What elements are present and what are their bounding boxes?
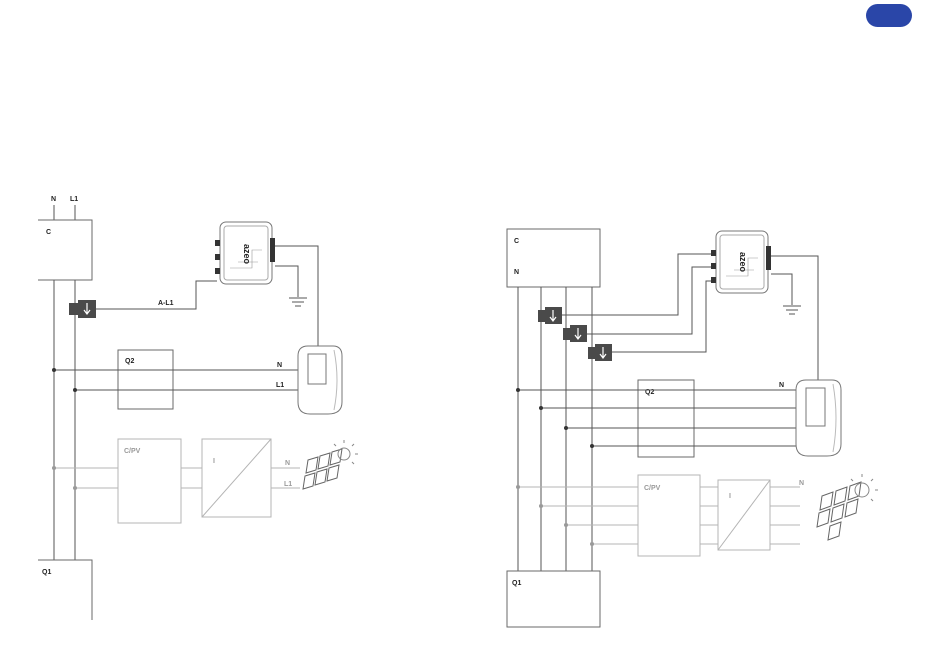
supply-label-l1: L1 <box>70 196 78 203</box>
current-clamp-icon <box>69 303 79 315</box>
solar-panel-icon <box>300 449 342 505</box>
inverter-label: I <box>213 458 215 465</box>
right-diagram: C N <box>507 229 878 627</box>
ground-icon-right <box>783 306 801 314</box>
pv-box-label-right: C/PV <box>644 485 661 492</box>
meter-neutral-label-right: N <box>514 269 519 276</box>
page-number-badge <box>866 4 912 27</box>
solar-panel-icon-right <box>817 482 861 540</box>
left-diagram: N L1 C A-L1 azeo Q2 <box>38 196 358 620</box>
main-breaker-q1-label-right: Q1 <box>512 580 521 587</box>
pv-box-label: C/PV <box>124 448 141 455</box>
breaker-q2-label: Q2 <box>125 358 134 365</box>
ct-line-label: A-L1 <box>158 300 174 307</box>
current-clamp-icon-2 <box>563 325 587 342</box>
current-clamp-icon-1 <box>538 307 562 324</box>
ground-icon <box>289 298 307 306</box>
ground-line <box>275 266 298 297</box>
main-breaker-q1-label: Q1 <box>42 569 51 576</box>
ev-charger-icon-right <box>796 380 841 456</box>
pv-line-l1: L1 <box>284 481 292 488</box>
pv-line-n-right: N <box>799 480 804 487</box>
pv-line-n: N <box>285 460 290 467</box>
device-logo: azeo <box>242 244 252 265</box>
ground-line-right <box>771 274 792 305</box>
ev-charger-icon <box>298 346 342 414</box>
device-logo-right: azeo <box>738 252 748 273</box>
charger-line-n: N <box>277 362 282 369</box>
meter-label: C <box>46 229 51 236</box>
ct-signal-line <box>96 281 217 309</box>
azeo-device: azeo <box>215 222 275 284</box>
meter-label-right: C <box>514 238 519 245</box>
meter-box-right <box>507 229 600 287</box>
azeo-device-right: azeo <box>711 231 771 293</box>
charger-line-n-right: N <box>779 382 784 389</box>
charger-line-l1: L1 <box>276 382 284 389</box>
inverter-label-right: I <box>729 493 731 500</box>
supply-label-n: N <box>51 196 56 203</box>
